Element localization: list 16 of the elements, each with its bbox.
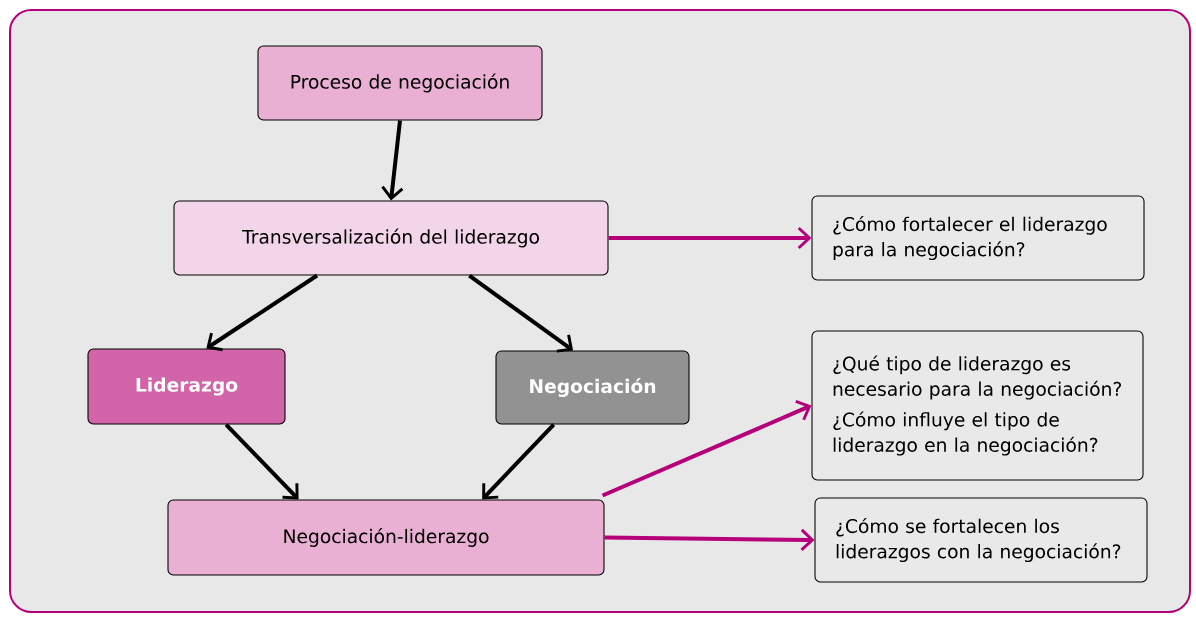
arrow — [224, 423, 299, 500]
process-box: Negociación-liderazgo — [167, 499, 605, 576]
process-box: Transversalización del liderazgo — [173, 200, 609, 276]
arrow — [206, 273, 319, 352]
arrow — [381, 120, 404, 201]
arrow — [468, 273, 574, 353]
arrow — [482, 423, 556, 500]
arrow — [601, 400, 812, 498]
process-box: Proceso de negociación — [257, 45, 543, 121]
category-box: Negociación — [495, 350, 690, 425]
arrow — [608, 226, 812, 250]
arrow — [604, 528, 815, 551]
category-box: Liderazgo — [87, 348, 286, 425]
question-box: ¿Cómo fortalecer el liderazgo para la negociación? — [811, 195, 1145, 281]
question-box: ¿Cómo se fortalecen los liderazgos con la negociación? — [814, 497, 1148, 583]
question-box: ¿Qué tipo de liderazgo es necesario para la negociación? ¿Cómo influye el tipo de liderazgo en la negociación? — [811, 330, 1144, 481]
